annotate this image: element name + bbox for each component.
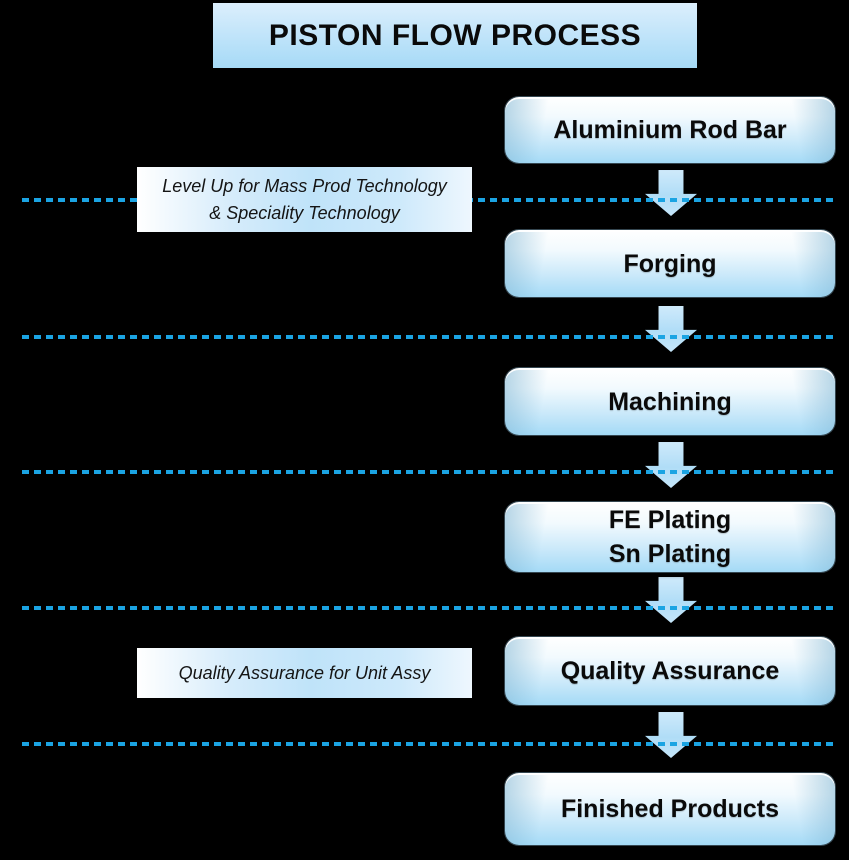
diagram-title-box: PISTON FLOW PROCESS	[213, 3, 697, 68]
step-label: Forging	[623, 249, 717, 278]
annotation-line: Level Up for Mass Prod Technology	[162, 175, 447, 196]
down-arrow-icon-5	[645, 712, 697, 758]
step-aluminium-rod-bar: Aluminium Rod Bar	[505, 97, 835, 163]
down-arrow-icon-1	[645, 170, 697, 216]
annotation-mass-prod-technology: Level Up for Mass Prod Technology & Spec…	[137, 167, 472, 232]
step-label-line2: Sn Plating	[608, 540, 732, 568]
step-label: Finished Products	[560, 795, 780, 823]
dotted-divider-3	[22, 470, 838, 474]
dotted-divider-4	[22, 606, 838, 610]
annotation-line: Quality Assurance for Unit Assy	[178, 662, 431, 683]
annotation-unit-assy: Quality Assurance for Unit Assy	[137, 648, 472, 698]
down-arrow-icon-3	[645, 442, 697, 488]
step-label: Machining	[608, 387, 732, 416]
step-plating: FE Plating Sn Plating	[505, 502, 835, 572]
step-label: FE Plating	[608, 506, 732, 534]
step-forging: Forging	[505, 230, 835, 297]
step-finished-products: Finished Products	[505, 773, 835, 845]
down-arrow-icon-2	[645, 306, 697, 352]
annotation-line2: & Speciality Technology	[209, 202, 400, 223]
step-quality-assurance: Quality Assurance	[505, 637, 835, 705]
down-arrow-icon-4	[645, 577, 697, 623]
dotted-divider-2	[22, 335, 838, 339]
diagram-title: PISTON FLOW PROCESS	[268, 18, 642, 52]
dotted-divider-5	[22, 742, 838, 746]
step-label: Aluminium Rod Bar	[553, 116, 787, 144]
step-label: Quality Assurance	[560, 657, 780, 685]
step-machining: Machining	[505, 368, 835, 435]
